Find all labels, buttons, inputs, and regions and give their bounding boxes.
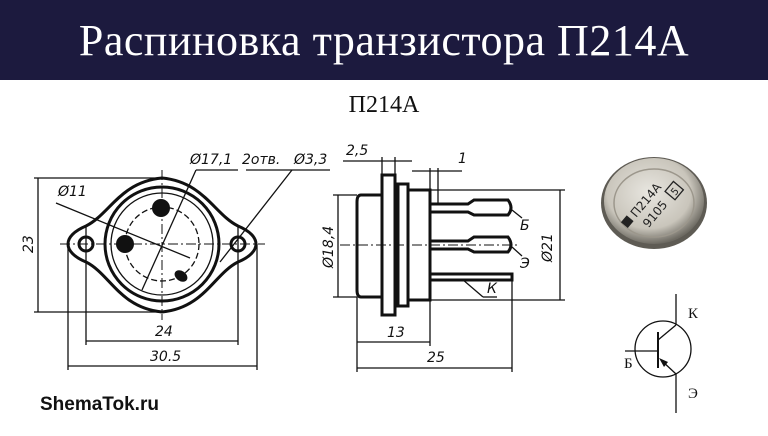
dim-flange: 2,5: [346, 143, 368, 159]
dim-holes: 2отв.: [242, 152, 280, 168]
pin-label-e: Э: [519, 256, 530, 272]
photo-marking-quality: 5: [669, 186, 682, 198]
side-view: Ø21 Ø18,4 2,5 1 Б Э К 13 25: [321, 143, 565, 372]
symbol-emitter-label: Э: [688, 386, 698, 402]
dim-width: 30.5: [150, 349, 181, 365]
dim-d-pitch: Ø17,1: [189, 152, 232, 168]
manufacturer-logo-icon: [620, 215, 634, 229]
page-title: Распиновка транзистора П214А: [78, 15, 690, 65]
part-name: П214А: [348, 92, 420, 118]
pin-label-k: К: [487, 281, 498, 297]
transistor-symbol: К Б Э: [624, 294, 699, 413]
symbol-base-label: Б: [624, 356, 633, 372]
symbol-collector-label: К: [688, 306, 699, 322]
header-banner: Распиновка транзистора П214А: [0, 0, 768, 80]
dim-d-flange: Ø21: [540, 233, 556, 263]
dim-hole-spacing: 24: [155, 324, 173, 340]
quality-badge-icon: [664, 180, 685, 201]
pin-label-b: Б: [520, 218, 530, 234]
transistor-photo: П214А 9105 5: [601, 157, 707, 249]
dim-total-len: 25: [427, 350, 445, 366]
dim-d-body: Ø18,4: [321, 226, 337, 269]
dim-gap: 1: [458, 151, 467, 167]
dim-body-len: 13: [387, 325, 405, 341]
dim-height: 23: [21, 235, 37, 253]
site-watermark: ShemaTok.ru: [40, 394, 159, 415]
top-view: Ø17,1 2отв. Ø3,3 Ø11 23 24 30.5: [21, 152, 330, 370]
dim-d-inner: Ø11: [57, 184, 87, 200]
dim-d-hole: Ø3,3: [293, 152, 327, 168]
